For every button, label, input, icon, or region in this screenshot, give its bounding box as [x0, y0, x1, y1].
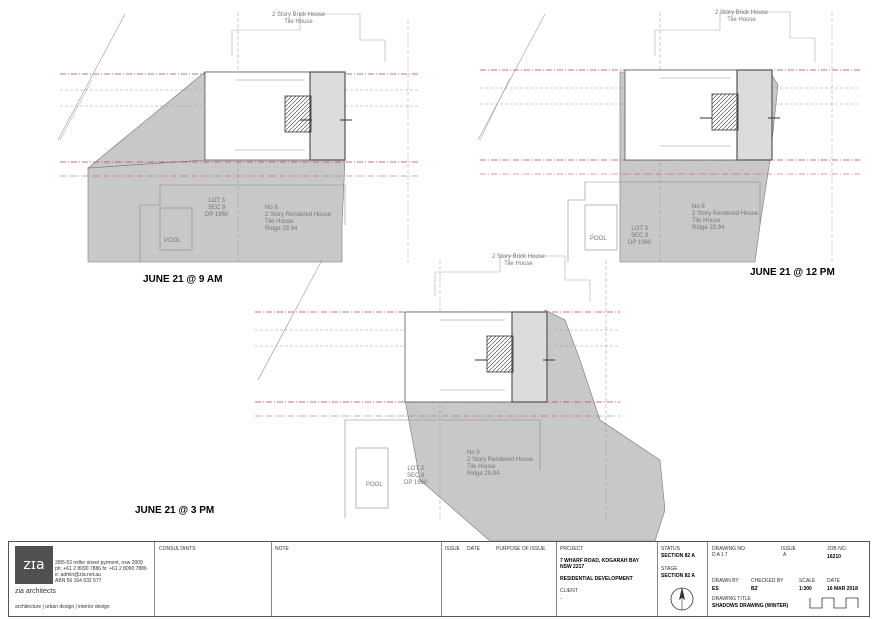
scale-bar-icon: [809, 597, 859, 609]
zia-logo: zɪa: [15, 546, 53, 584]
stage-value: SECTION 82 A: [661, 573, 695, 579]
date2-label: DATE: [827, 578, 840, 584]
caption-9am: JUNE 21 @ 9 AM: [143, 274, 223, 285]
status-value: SECTION 82 A: [661, 553, 695, 559]
development-type: RESIDENTIAL DEVELOPMENT: [560, 576, 633, 582]
firm-name: zia architects: [15, 588, 56, 595]
north-arrow-icon: [670, 587, 694, 611]
drawing-title-value: SHADOWS DRAWING (WINTER): [712, 603, 789, 609]
client-label: CLIENT: [560, 588, 578, 594]
plan-12pm: [477, 11, 860, 263]
job-no-label: JOB NO.: [827, 546, 848, 552]
drawn-by-value: ES: [712, 586, 719, 592]
issue-no-label: ISSUE: [781, 546, 797, 552]
pool-label-9am: POOL: [164, 238, 181, 244]
title-block: zɪa 3/85-53 miller street pyrmont, nsw 2…: [8, 541, 870, 617]
stage-label: STAGE: [661, 566, 678, 572]
pool-label-3pm: POOL: [366, 482, 383, 488]
firm-disciplines: architecture | urban design | interior d…: [15, 604, 110, 610]
drawing-no-label: DRAWING NO.: [712, 546, 747, 552]
shadow-9am-wedge: [87, 71, 206, 169]
pool-label-12pm: POOL: [590, 236, 607, 242]
drawn-by-label: DRAWN BY: [712, 578, 739, 584]
date-label: DATE: [467, 546, 480, 552]
date2-value: 16 MAR 2018: [827, 586, 858, 592]
site-plans: [57, 11, 860, 541]
drawing-no-value: DA17: [712, 552, 729, 558]
firm-address: 3/85-53 miller street pyrmont, nsw 2009 …: [55, 560, 147, 584]
issue-label: ISSUE: [445, 546, 461, 552]
drawing-title-label: DRAWING TITLE: [712, 596, 751, 602]
checked-by-value: BZ: [751, 586, 758, 592]
scale-value: 1:300: [799, 586, 812, 592]
plan-3pm: [255, 255, 666, 541]
project-label: PROJECT: [560, 546, 584, 552]
scale-label: SCALE: [799, 578, 816, 584]
checked-by-label: CHECKED BY: [751, 578, 784, 584]
shadow-3pm: [404, 309, 666, 541]
issue-no-value: A: [783, 552, 788, 558]
note-label: NOTE: [275, 546, 289, 552]
caption-12pm: JUNE 21 @ 12 PM: [750, 267, 835, 278]
status-label: STATUS: [661, 546, 680, 552]
plan-9am: [57, 12, 420, 263]
consultants-label: CONSULTANTS: [159, 546, 196, 552]
caption-3pm: JUNE 21 @ 3 PM: [135, 505, 215, 516]
job-no-value: 16210: [827, 554, 841, 560]
purpose-label: PURPOSE OF ISSUE: [496, 546, 546, 552]
client-value: -: [560, 596, 562, 602]
